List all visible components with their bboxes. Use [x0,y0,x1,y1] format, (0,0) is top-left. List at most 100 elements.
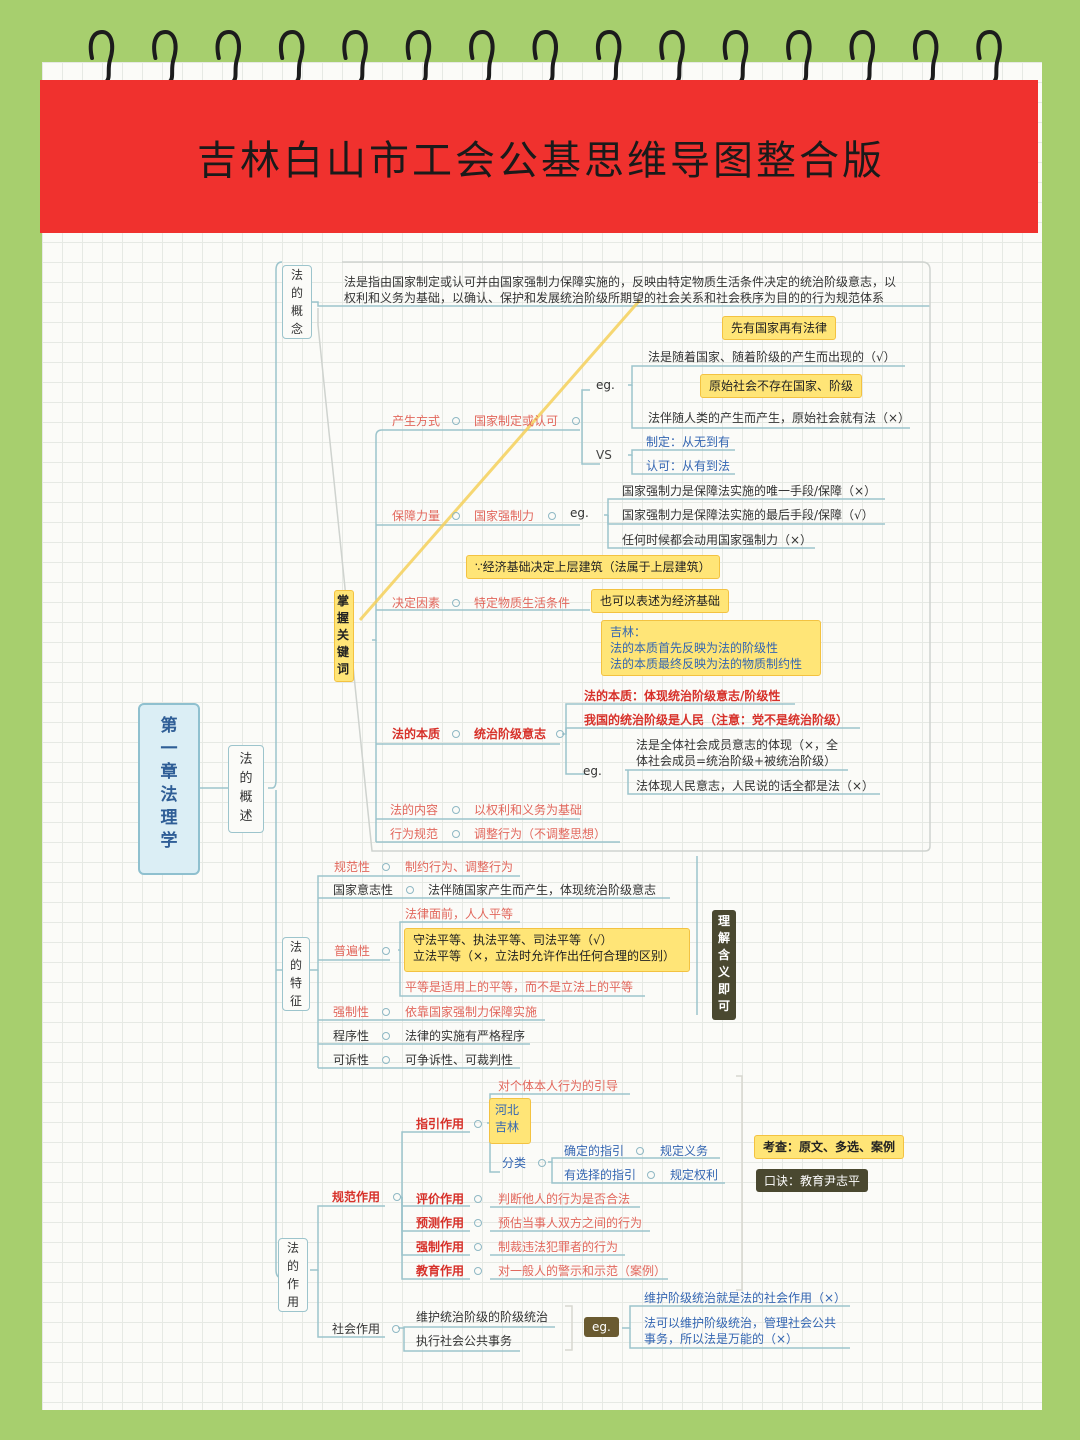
enforce-value: 制裁违法犯罪者的行为 [498,1240,619,1254]
essence-item-2: 我国的统治阶级是人民（注意：党不是统治阶级） [584,713,849,727]
node-dot [452,830,460,838]
keywords-label: 掌握关键词 [337,594,350,676]
node-dot [382,947,390,955]
node-dot [452,417,460,425]
predict-value: 预估当事人双方之间的行为 [498,1216,643,1230]
normative-label: 规范性 [334,860,371,874]
decisive-label: 决定因素 [392,596,441,610]
mnemonic-box: 口诀：教育尹志平 [756,1169,869,1192]
node-dot [392,1325,400,1333]
node-dot [538,1159,546,1167]
production-vs-1: 制定：从无到有 [646,435,731,449]
essence-eg-label: eg. [583,764,602,778]
features-side-note-label: 理解含义即可 [718,914,731,1013]
essence-value: 统治阶级意志 [474,727,547,741]
universal-box-1: 守法平等、执法平等、司法平等（√） [413,933,613,947]
node-dot [474,1243,482,1251]
guide-optional-value: 规定权利 [670,1168,719,1182]
production-label: 产生方式 [392,414,441,428]
node-dot [572,417,580,425]
essence-eg-2: 法体现人民意志，人民说的话全都是法（×） [636,779,875,793]
node-dot [474,1195,482,1203]
node-dot [474,1219,482,1227]
node-dot [382,863,390,871]
node-dot [474,1267,482,1275]
node-dot [452,599,460,607]
force-eg-label: eg. [570,506,589,520]
production-box: 先有国家再有法律 [722,316,837,340]
content-value: 以权利和义务为基础 [474,803,583,817]
node-dot [474,1120,482,1128]
essence-item-1: 法的本质：体现统治阶级意志/阶级性 [584,689,781,703]
decisive-note-box: 吉林： 法的本质首先反映为法的阶级性 法的本质最终反映为法的物质制约性 [601,620,821,676]
chapter-root-node: 第一章 法理学 [138,703,200,875]
functions-node: 法的作用 [278,1238,308,1312]
behavior-label: 行为规范 [390,827,439,841]
coercive-label: 强制性 [333,1005,370,1019]
production-vs-label: VS [596,448,612,462]
national-value: 法伴随国家产生而产生，体现统治阶级意志 [428,883,657,897]
features-node: 法的特征 [282,937,310,1011]
decisive-note-2: 法的本质首先反映为法的阶级性 [610,641,779,655]
production-box-2: 原始社会不存在国家、阶级 [700,374,863,398]
features-side-note: 理解含义即可 [712,910,736,1020]
educate-label: 教育作用 [416,1264,465,1278]
social-item-1: 维护统治阶级的阶级统治 [416,1310,549,1324]
social-label: 社会作用 [332,1322,381,1336]
concept-node: 法的概念 [282,265,312,339]
exam-box: 考查：原文、多选、案例 [754,1135,905,1159]
guide-classify: 分类 [502,1156,527,1170]
litigable-label: 可诉性 [333,1053,370,1067]
procedural-label: 程序性 [333,1029,370,1043]
force-item-3: 任何时候都会动用国家强制力（×） [622,533,813,547]
node-dot [556,730,564,738]
national-label: 国家意志性 [333,883,394,897]
node-dot [452,512,460,520]
content-label: 法的内容 [390,803,439,817]
enforce-label: 强制作用 [416,1240,465,1254]
social-eg-2a: 法可以维护阶级统治，管理社会公共 [644,1316,837,1330]
guide-definite-value: 规定义务 [660,1144,709,1158]
production-eg-2: 法伴随人类的产生而产生，原始社会就有法（×） [648,411,911,425]
decisive-note-1: 吉林： [610,625,647,639]
node-dot [382,1008,390,1016]
node-dot [452,806,460,814]
essence-eg-1b: 体社会成员=统治阶级+被统治阶级） [636,754,837,768]
node-dot [452,730,460,738]
production-value: 国家制定或认可 [474,414,559,428]
node-dot [406,886,414,894]
force-item-2: 国家强制力是保障法实施的最后手段/保障（√） [622,508,874,522]
features-label: 法的特征 [289,940,302,1008]
predict-label: 预测作用 [416,1216,465,1230]
branch-overview-label: 法的概述 [239,752,253,824]
node-dot [636,1147,644,1155]
node-dot [382,1032,390,1040]
chapter-label: 第一章 法理学 [160,716,195,851]
production-eg-1: 法是随着国家、随着阶级的产生而出现的（√） [648,350,896,364]
functions-label: 法的作用 [286,1241,299,1309]
decisive-note-3: 法的本质最终反映为法的物质制约性 [610,657,803,671]
procedural-value: 法律的实施有严格程序 [405,1029,526,1043]
guide-definite: 确定的指引 [564,1144,625,1158]
educate-value: 对一般人的警示和示范（案例） [498,1264,667,1278]
guide-label: 指引作用 [416,1117,465,1131]
page-title: 吉林白山市工会公基思维导图整合版 [197,137,885,184]
essence-label: 法的本质 [392,727,441,741]
production-eg-label: eg. [596,378,615,392]
node-dot [382,1056,390,1064]
decisive-value: 特定物质生活条件 [474,596,571,610]
concept-label: 法的概念 [290,268,303,336]
universal-top: 法律面前，人人平等 [405,907,514,921]
production-vs-2: 认可：从有到法 [646,459,731,473]
universal-bottom: 平等是适用上的平等，而不是立法上的平等 [405,980,634,994]
evaluate-value: 判断他人的行为是否合法 [498,1192,631,1206]
guide-box: 河北吉林 [489,1098,531,1144]
guide-box-text: 河北吉林 [495,1103,520,1134]
social-eg-2b: 事务，所以法是万能的（×） [644,1332,799,1346]
force-item-1: 国家强制力是保障法实施的唯一手段/保障（×） [622,484,877,498]
normative-function-label: 规范作用 [332,1190,381,1204]
concept-definition-line-1: 法是指由国家制定或认可并由国家强制力保障实施的，反映由特定物质生活条件决定的统治… [344,275,897,289]
litigable-value: 可争诉性、可裁判性 [405,1053,514,1067]
guide-optional: 有选择的指引 [564,1168,637,1182]
social-eg-box: eg. [584,1317,619,1337]
